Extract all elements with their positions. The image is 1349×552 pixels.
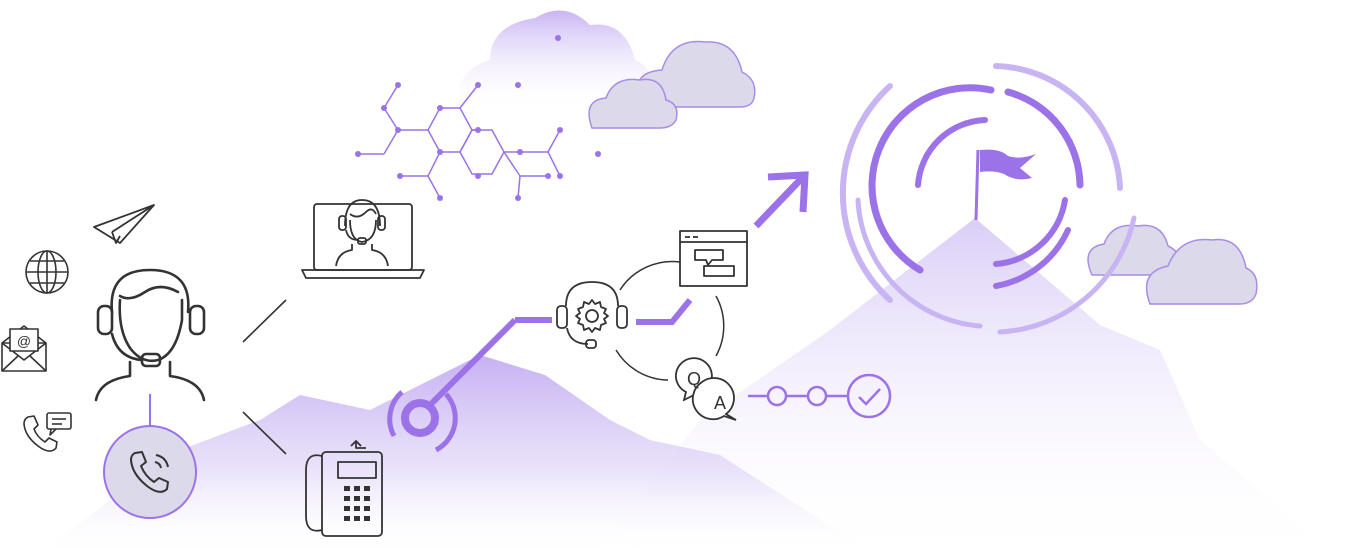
globe-icon	[25, 250, 69, 294]
qa-answer-label: A	[714, 393, 726, 413]
agent-branch-lines	[242, 299, 287, 455]
check-circle-icon	[846, 373, 892, 419]
hub-connector	[615, 260, 725, 381]
progress-steps	[748, 385, 847, 407]
network-graph	[358, 84, 561, 199]
mountain-range	[40, 218, 1330, 552]
chat-window-icon	[679, 230, 748, 287]
top-gradient-cloud	[455, 10, 653, 110]
laptop-agent-icon	[301, 199, 425, 279]
cloud-top-right	[588, 40, 756, 129]
phone-chat-icon	[23, 412, 72, 452]
gear-headset-icon	[556, 281, 628, 349]
network-nodes	[355, 35, 601, 201]
target-goal	[839, 63, 1137, 335]
growth-arrow-icon	[753, 171, 809, 229]
journey-path	[427, 298, 693, 408]
desk-phone-icon	[305, 440, 383, 537]
qa-question-label: Q	[687, 369, 701, 389]
phone-call-icon[interactable]	[103, 425, 197, 519]
cloud-right	[1087, 224, 1258, 305]
qa-bubbles-icon: Q A	[675, 357, 737, 421]
customer-agent-icon	[94, 268, 206, 402]
email-at-label: @	[17, 333, 31, 349]
flag-icon	[974, 149, 1036, 221]
paper-plane-icon	[93, 204, 155, 244]
email-icon: @	[1, 325, 47, 372]
journey-start-node	[387, 390, 458, 453]
